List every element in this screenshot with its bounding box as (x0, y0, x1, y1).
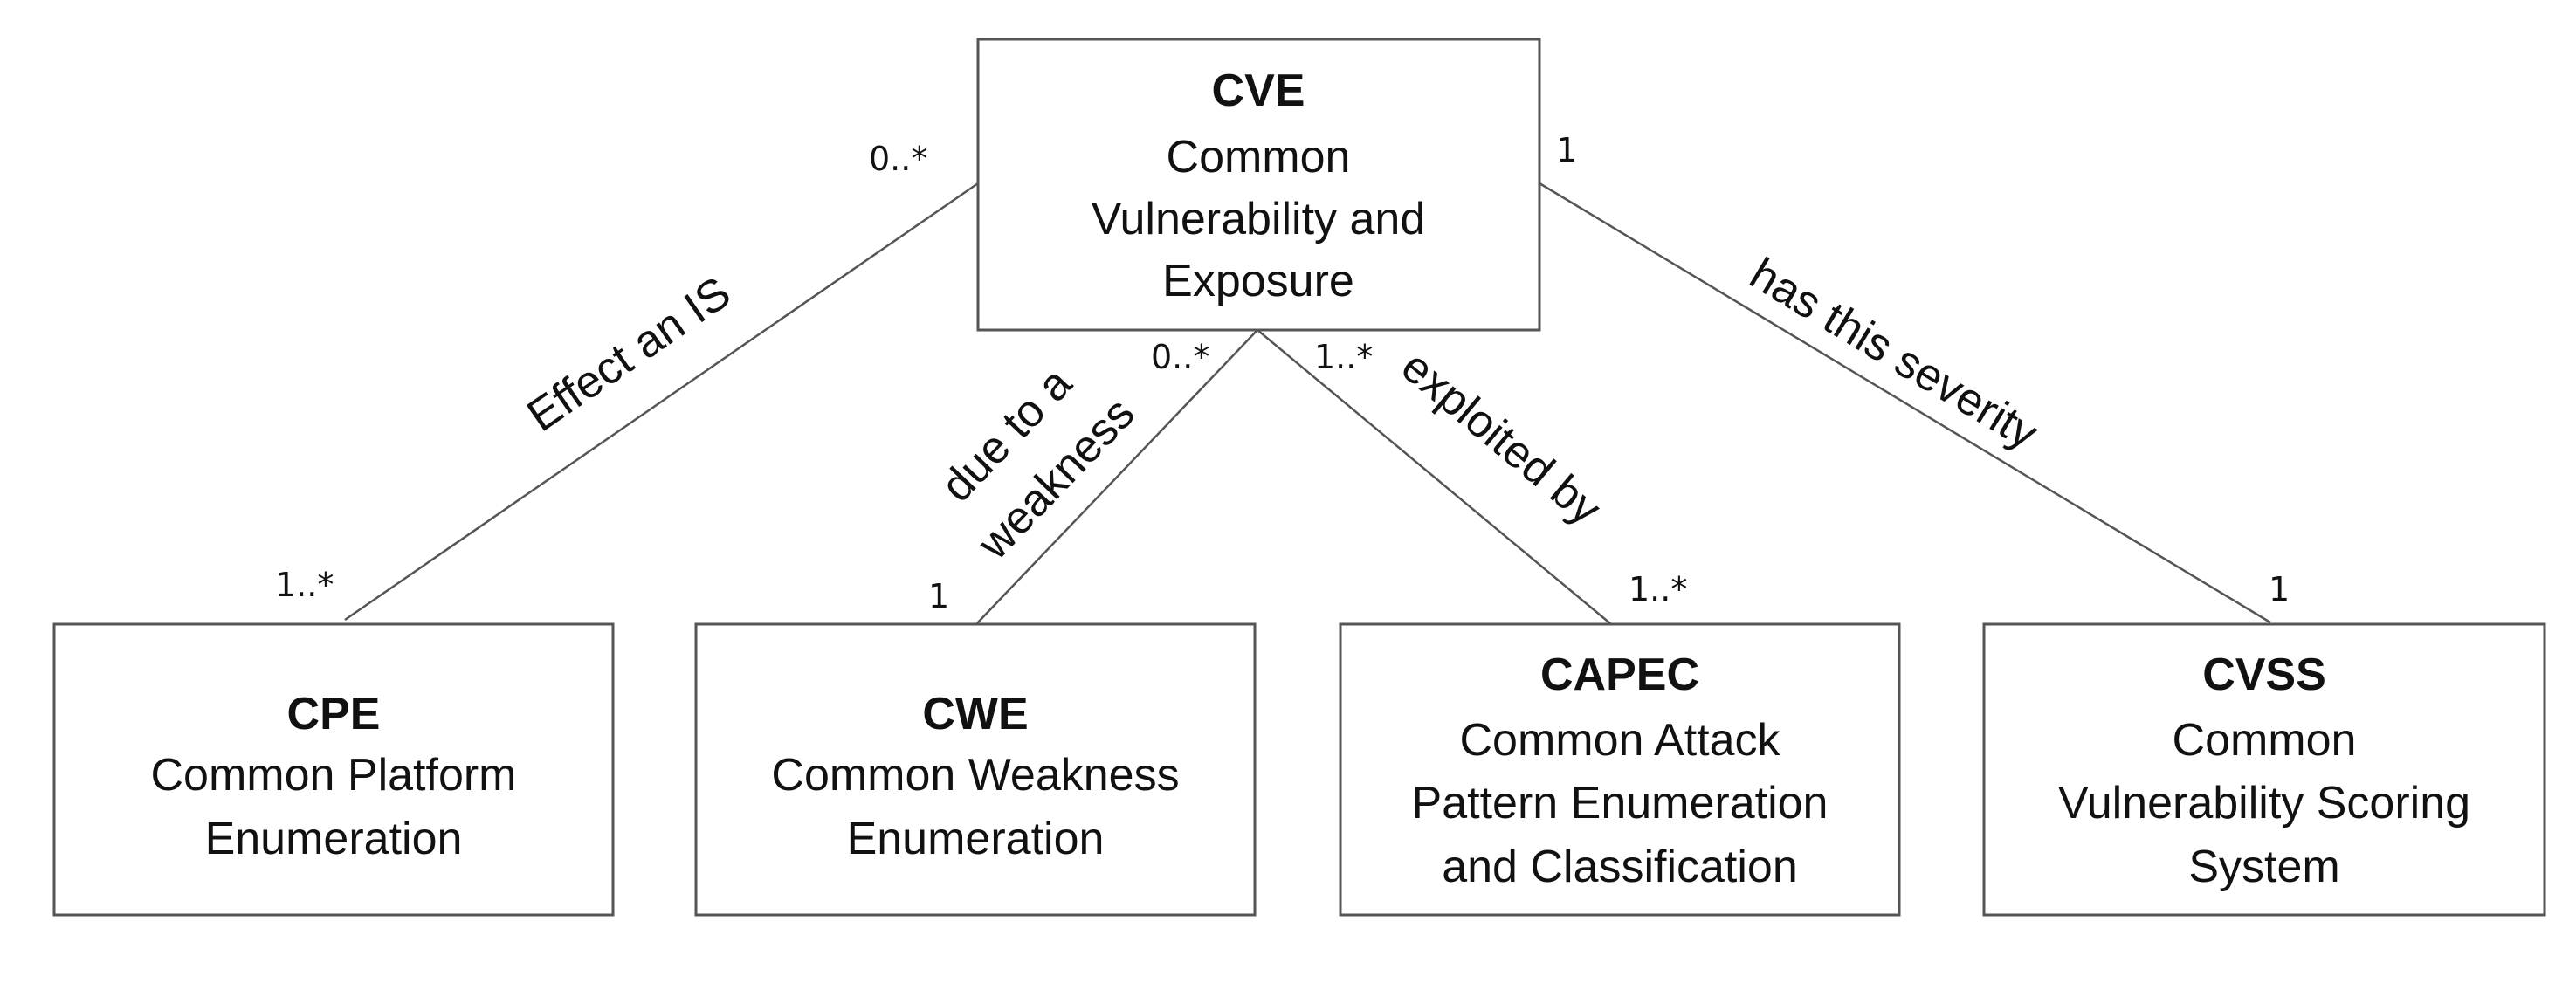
mult-cve-cvss-top: 1 (1556, 131, 1577, 169)
node-cve-desc-line-1: Common (1167, 132, 1351, 182)
mult-cve-cwe-top: 0..* (1151, 338, 1209, 376)
node-cve: CVE Common Vulnerability and Exposure (976, 38, 1541, 332)
node-cve-desc-line-2: Vulnerability and (1092, 194, 1426, 244)
mult-cve-cwe-bottom: 1 (928, 577, 949, 615)
node-capec-desc-line-3: and Classification (1442, 842, 1798, 892)
mult-cve-cvss-bottom: 1 (2269, 570, 2290, 608)
node-cvss-desc-line-3: System (2188, 842, 2339, 892)
node-cwe-title: CWE (922, 689, 1028, 739)
node-cpe-title: CPE (287, 689, 381, 739)
node-capec-desc-line-2: Pattern Enumeration (1412, 778, 1829, 828)
node-cwe-desc-line-1: Common Weakness (771, 750, 1179, 801)
node-cve-title: CVE (1212, 65, 1305, 116)
label-has-this-severity: has this severity (1741, 249, 2046, 460)
node-cvss-desc-line-2: Vulnerability Scoring (2058, 778, 2470, 828)
node-capec: CAPEC Common Attack Pattern Enumeration … (1339, 622, 1901, 917)
node-cvss: CVSS Common Vulnerability Scoring System (1982, 622, 2546, 917)
mult-cve-capec-top: 1..* (1314, 338, 1373, 376)
edge-cve-cvss (1539, 182, 2271, 624)
node-cve-desc-line-3: Exposure (1162, 256, 1354, 306)
node-cpe-desc-line-1: Common Platform (151, 750, 517, 801)
node-cpe-desc-line-2: Enumeration (205, 814, 463, 864)
mult-cve-cpe-top: 0..* (869, 140, 927, 178)
node-cvss-title: CVSS (2202, 650, 2326, 700)
node-capec-title: CAPEC (1540, 650, 1699, 700)
node-cwe-desc-line-2: Enumeration (847, 814, 1105, 864)
edge-cve-cwe (975, 329, 1258, 625)
node-cpe: CPE Common Platform Enumeration (52, 622, 615, 917)
node-cvss-desc-line-1: Common (2173, 715, 2357, 766)
node-capec-desc-line-1: Common Attack (1459, 715, 1780, 766)
edge-cve-capec (1257, 329, 1612, 625)
node-cwe: CWE Common Weakness Enumeration (694, 622, 1257, 917)
label-exploited-by: exploited by (1392, 341, 1610, 535)
edge-cve-cpe (344, 182, 979, 622)
mult-cve-cpe-bottom: 1..* (275, 566, 334, 604)
mult-cve-capec-bottom: 1..* (1629, 570, 1687, 608)
label-effect-an-is: Effect an IS (519, 267, 740, 442)
